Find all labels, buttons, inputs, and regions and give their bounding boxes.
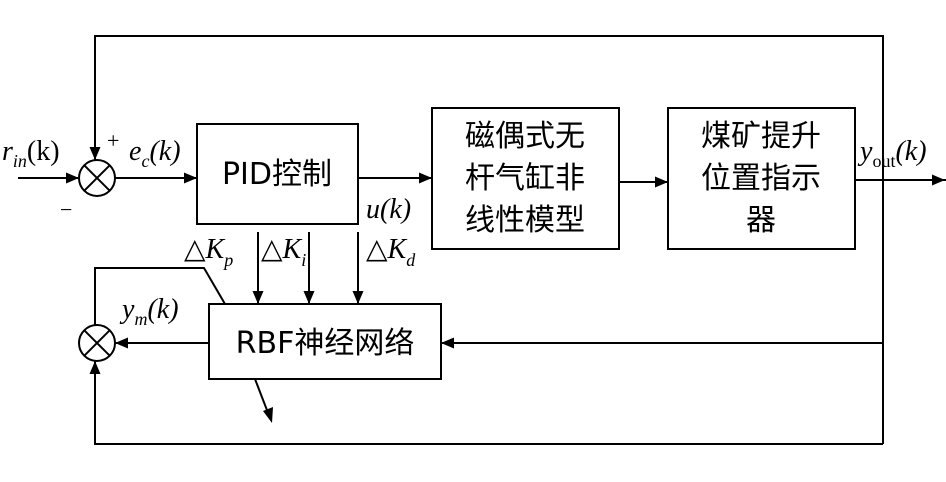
position-indicator-block: 煤矿提升 位置指示 器 bbox=[667, 107, 856, 250]
output-signal-label: yout(k) bbox=[857, 136, 927, 171]
position-indicator-line-1: 煤矿提升 bbox=[701, 119, 821, 154]
feedback-top-line bbox=[94, 35, 884, 180]
delta-kd-label: △Kd bbox=[366, 234, 416, 270]
cylinder-model-block: 磁偶式无 杆气缸非 线性模型 bbox=[431, 107, 620, 250]
cylinder-model-line-3: 线性模型 bbox=[465, 203, 585, 238]
plus-sign: + bbox=[107, 128, 119, 153]
delta-ki-label: △Ki bbox=[261, 234, 306, 270]
feedback-bottom-line bbox=[94, 361, 883, 445]
summing-junction-main bbox=[78, 159, 116, 197]
pid-control-block: PID控制 bbox=[196, 123, 359, 225]
delta-kp-label: △Kp bbox=[184, 234, 233, 270]
control-signal-label: u(k) bbox=[366, 194, 411, 225]
input-signal-label: rin(k) bbox=[2, 136, 60, 171]
model-output-signal-label: ym(k) bbox=[119, 294, 179, 329]
position-indicator-line-3: 器 bbox=[746, 203, 776, 238]
cylinder-model-line-1: 磁偶式无 bbox=[465, 119, 585, 154]
rbf-network-label: RBF神经网络 bbox=[236, 326, 415, 361]
cylinder-model-line-2: 杆气缸非 bbox=[465, 161, 585, 196]
rbf-network-block: RBF神经网络 bbox=[208, 303, 442, 380]
pid-control-label: PID控制 bbox=[222, 157, 332, 192]
position-indicator-line-2: 位置指示 bbox=[701, 161, 821, 196]
error-signal-label: ec(k) bbox=[129, 136, 181, 171]
ym-line bbox=[94, 267, 226, 325]
summing-junction-model bbox=[78, 324, 116, 362]
minus-sign: − bbox=[60, 197, 72, 222]
